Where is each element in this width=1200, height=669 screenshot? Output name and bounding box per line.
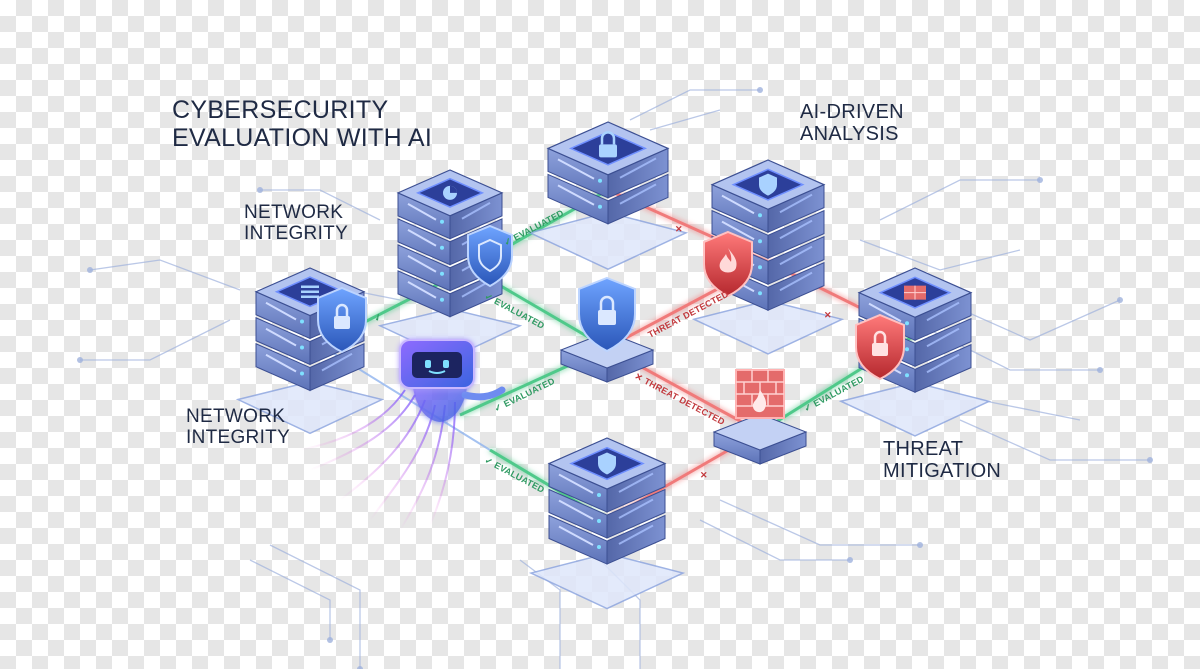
title-line-2: EVALUATION WITH AI (172, 124, 433, 152)
robot-icon (299, 339, 506, 531)
shield-icon (467, 224, 513, 288)
label-line: MITIGATION (883, 460, 1002, 483)
title-line-1: CYBERSECURITY (172, 96, 389, 124)
shield-icon (855, 313, 905, 381)
shield-icon (759, 173, 777, 196)
security-shields (317, 224, 905, 381)
label-line: ANALYSIS (800, 123, 899, 146)
label-threat-mitigation: THREAT MITIGATION (883, 438, 1001, 483)
label-network-integrity-bottom: NETWORK INTEGRITY (186, 406, 290, 449)
label-ai-driven-analysis: AI-DRIVEN ANALYSIS (800, 101, 904, 146)
label-line: THREAT (883, 438, 964, 460)
label-line: INTEGRITY (244, 223, 349, 245)
edge-tag-cross-3: ✕ (700, 470, 708, 480)
menu-icon (301, 285, 319, 299)
shield-icon (703, 230, 753, 298)
label-line: NETWORK (186, 406, 286, 427)
shield-icon (578, 276, 636, 353)
server-stack (691, 159, 845, 355)
lock-icon (334, 316, 350, 329)
server-stack (527, 121, 689, 271)
label-line: NETWORK (244, 202, 344, 223)
label-network-integrity-top: NETWORK INTEGRITY (244, 202, 348, 245)
edge-tag-cross-1: ✕ (675, 224, 683, 234)
edge-tag-evaluated-6: ✓ (372, 311, 384, 323)
chart-icon (443, 185, 458, 200)
edge-tag-cross-2: ✕ (824, 310, 832, 320)
edge-tag-evaluated-4: ✓EVALUATED (483, 455, 546, 495)
server-stack (528, 437, 686, 610)
flame-icon (719, 248, 737, 273)
shield-icon (317, 286, 367, 354)
router-node (712, 413, 808, 465)
lock-icon (599, 131, 617, 158)
edge-tag-threat-2: ✕THREAT DETECTED (633, 371, 727, 427)
shield-icon (598, 452, 616, 475)
label-line: INTEGRITY (186, 427, 291, 449)
lock-icon (598, 310, 616, 325)
label-line: AI-DRIVEN (800, 101, 904, 123)
firewall-icon (735, 369, 785, 419)
firewall-icon (904, 285, 926, 300)
diagram-title: CYBERSECURITY EVALUATION WITH AI (172, 96, 432, 152)
circuit-traces (80, 89, 1150, 669)
lock-icon (872, 343, 888, 356)
